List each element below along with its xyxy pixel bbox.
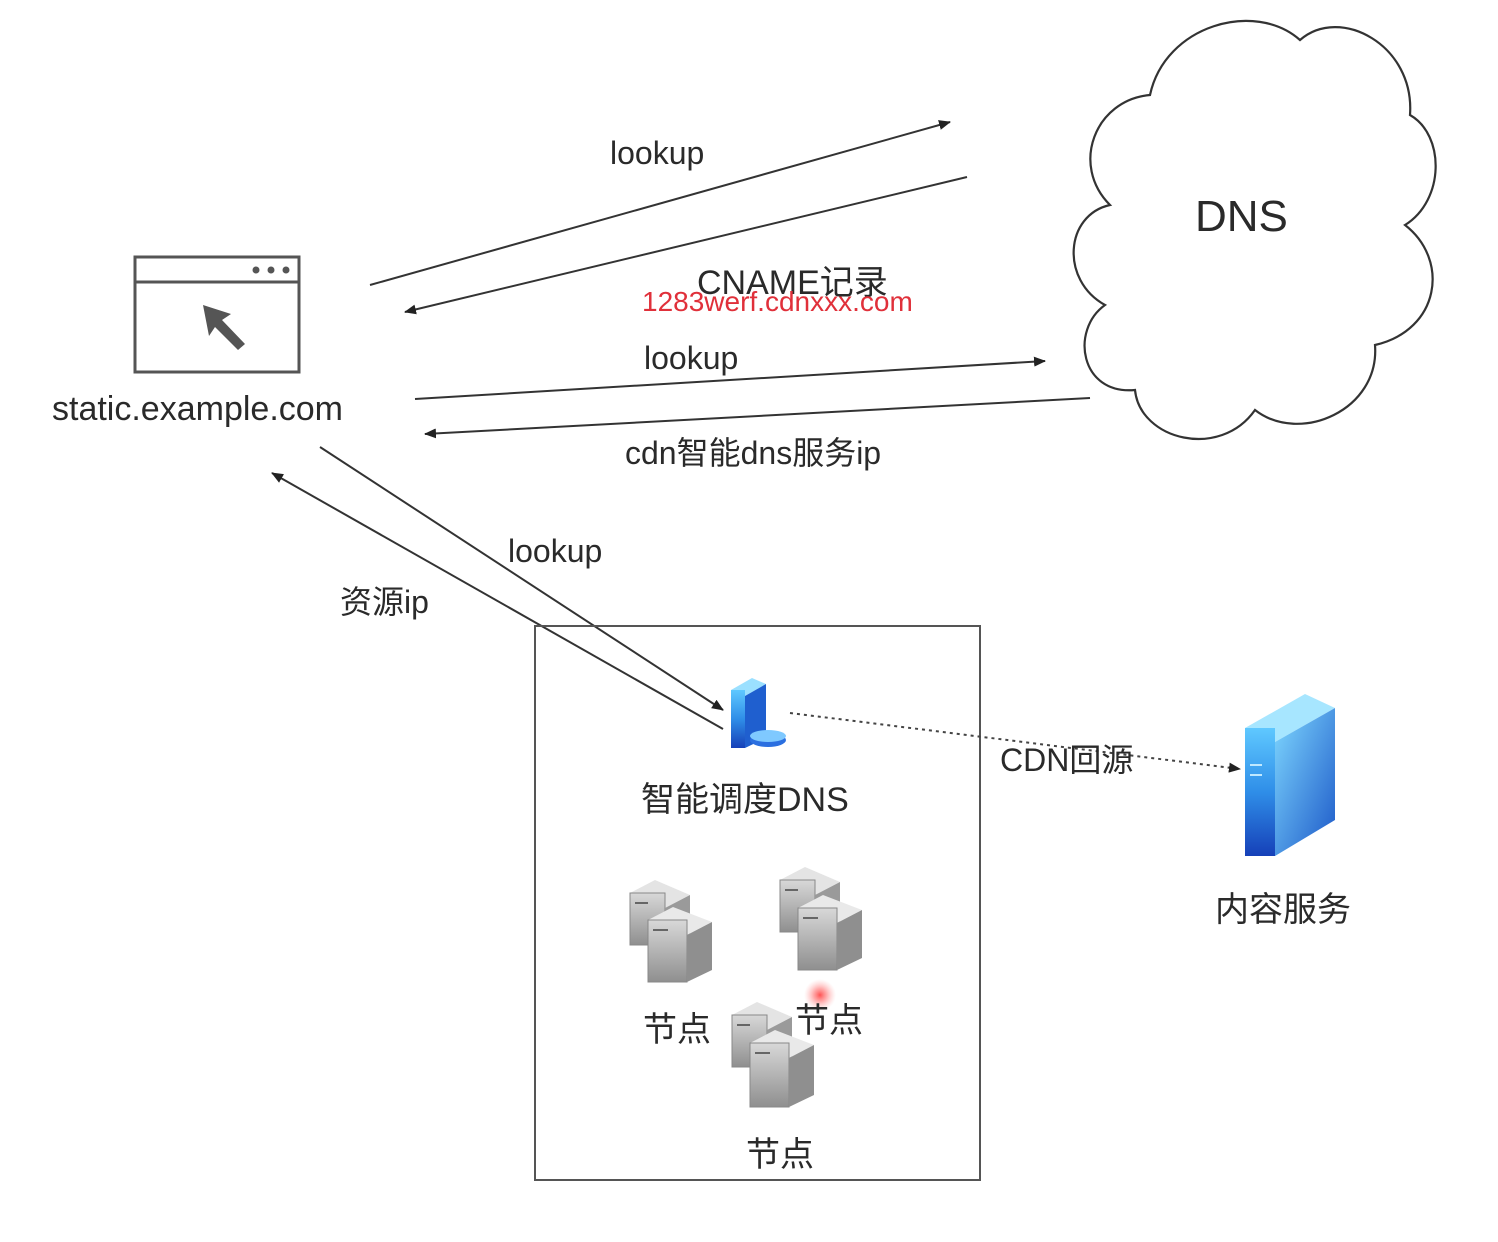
cname-record-label: CNAME记录: [697, 264, 888, 302]
edge-lookup-1: [369, 120, 951, 286]
dns-cloud: [1072, 19, 1437, 440]
lookup-2-label: lookup: [644, 340, 739, 376]
cname-value-label: 1283werf.cdnxxx.com: [642, 286, 913, 317]
lookup-3-label: lookup: [508, 533, 603, 569]
edge-node-icon-3: [731, 1002, 814, 1108]
cdn-cluster-box: [534, 625, 981, 1181]
cursor-arrow-icon: [203, 305, 245, 350]
smart-dns-server-icon: [731, 678, 786, 748]
smart-dns-label: 智能调度DNS: [641, 781, 849, 819]
edge-lookup-3: [319, 446, 724, 711]
cdn-origin-label: CDN回源: [1000, 742, 1134, 778]
pointer-highlight-dot: [804, 979, 836, 1011]
edge-cdn-origin: [789, 712, 1241, 773]
edge-cname-record: [404, 176, 968, 315]
browser-window-icon: [133, 255, 301, 374]
content-service-label: 内容服务: [1215, 891, 1351, 929]
lookup-1-label: lookup: [610, 135, 705, 171]
resource-ip-label: 资源ip: [340, 584, 429, 620]
dns-label: DNS: [1195, 192, 1288, 241]
edge-node-icon-2: [779, 867, 862, 971]
edge-resource-ip: [271, 472, 724, 730]
browser-label: static.example.com: [52, 390, 343, 428]
cdn-dns-ip-label: cdn智能dns服务ip: [625, 435, 882, 471]
content-server-icon: [1245, 694, 1335, 856]
edge-node-label-2: 节点: [795, 1002, 863, 1040]
edge-node-label-3: 节点: [746, 1136, 814, 1174]
edge-node-label-1: 节点: [643, 1011, 711, 1049]
edge-node-icon-1: [629, 880, 712, 983]
edge-cdn-dns-ip: [424, 397, 1091, 439]
edge-lookup-2: [414, 356, 1046, 400]
